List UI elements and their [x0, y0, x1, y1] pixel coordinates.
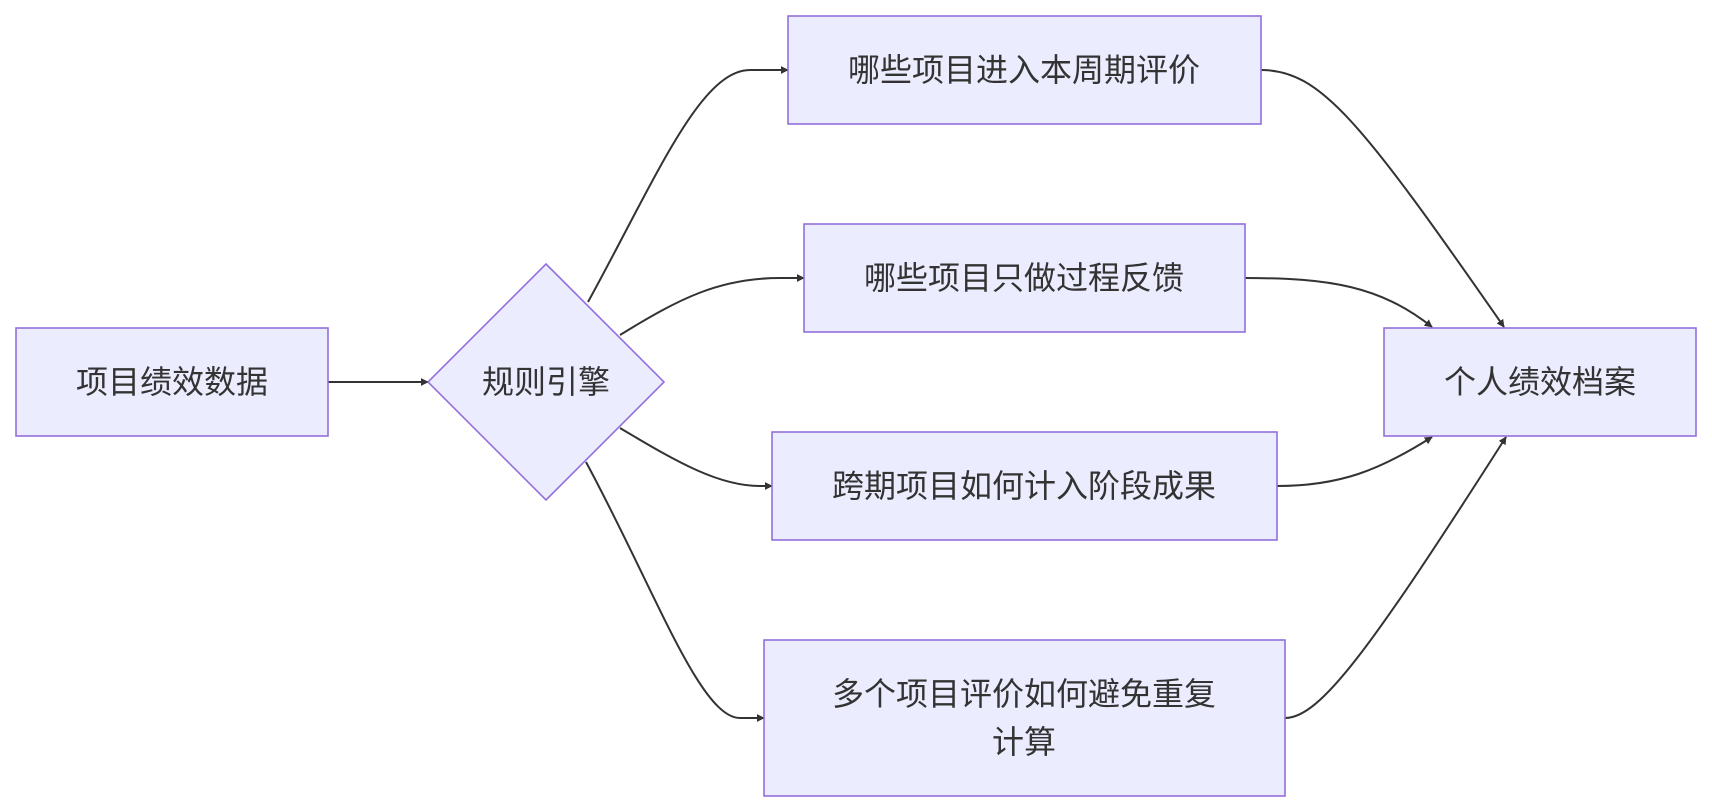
- node-rule2-label: 哪些项目只做过程反馈: [864, 259, 1184, 297]
- edge-engine-to-rule4: [585, 461, 765, 722]
- node-rule1-box: [787, 15, 1262, 125]
- node-rule3-box: [771, 431, 1278, 541]
- edge-engine-to-rule3: [619, 427, 773, 490]
- node-target[interactable]: 个人绩效档案: [1383, 327, 1697, 437]
- node-source[interactable]: 项目绩效数据: [15, 327, 329, 437]
- node-rule2-box: [803, 223, 1246, 333]
- node-engine-diamond: [426, 262, 666, 502]
- node-rule1-label: 哪些项目进入本周期评价: [848, 51, 1200, 89]
- nodes: 项目绩效数据 规则引擎 哪些项目进入本周期评价 哪些项目只做过程反馈 跨期项目如…: [15, 15, 1697, 797]
- edge-rule4-to-target: [1284, 436, 1507, 719]
- edge-engine-to-rule2: [619, 274, 805, 336]
- node-rule1[interactable]: 哪些项目进入本周期评价: [787, 15, 1262, 125]
- edge-engine-to-rule1: [587, 66, 789, 303]
- node-target-label: 个人绩效档案: [1444, 363, 1636, 401]
- node-source-label: 项目绩效数据: [76, 363, 268, 401]
- node-rule3-label: 跨期项目如何计入阶段成果: [832, 467, 1216, 505]
- node-engine-label: 规则引擎: [482, 363, 610, 401]
- node-target-box: [1383, 327, 1697, 437]
- node-rule4-label-line1: 多个项目评价如何避免重复: [832, 675, 1216, 713]
- node-source-box: [15, 327, 329, 437]
- node-rule4-label-line2: 计算: [992, 723, 1056, 761]
- edges: [328, 66, 1507, 722]
- edge-rule1-to-target: [1260, 69, 1505, 328]
- node-rule2[interactable]: 哪些项目只做过程反馈: [803, 223, 1246, 333]
- node-rule3[interactable]: 跨期项目如何计入阶段成果: [771, 431, 1278, 541]
- node-rule4[interactable]: 多个项目评价如何避免重复 计算: [763, 639, 1286, 797]
- node-engine[interactable]: 规则引擎: [426, 262, 666, 502]
- edge-rule2-to-target: [1244, 277, 1433, 328]
- node-rule4-box: [763, 639, 1286, 797]
- edge-rule3-to-target: [1276, 436, 1433, 487]
